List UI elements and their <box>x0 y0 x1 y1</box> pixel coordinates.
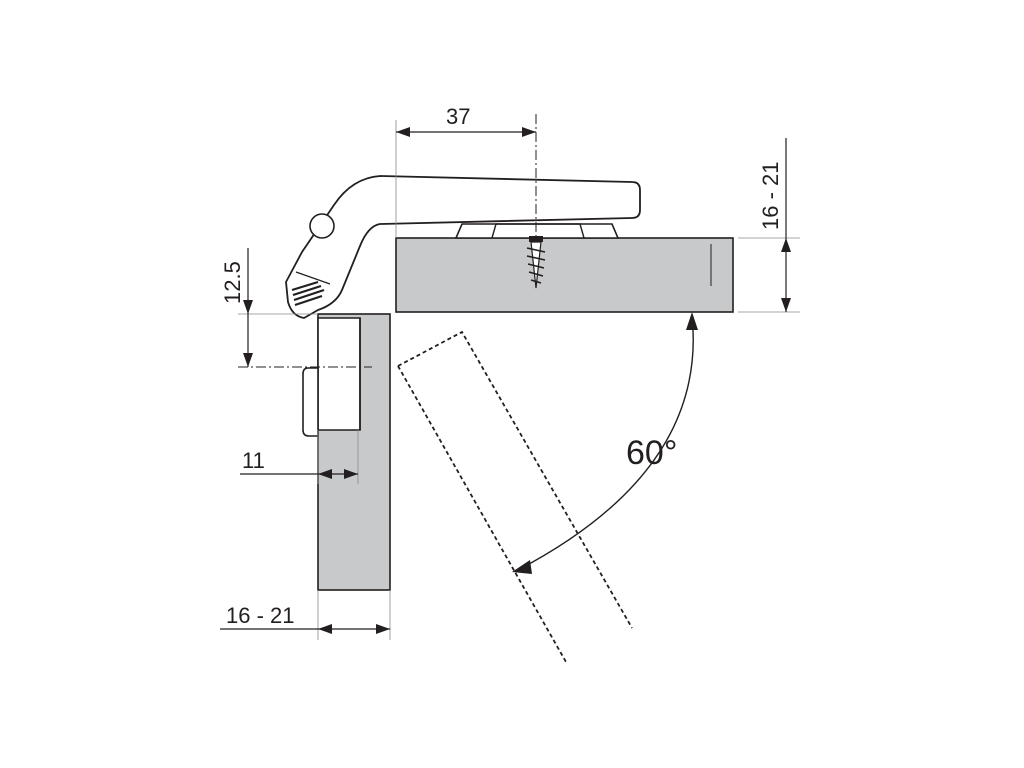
door-thickness-label: 16 - 21 <box>758 162 783 231</box>
hinge-cup <box>454 223 620 239</box>
side-thickness-label: 16 - 21 <box>226 603 295 628</box>
mounting-plate <box>317 317 361 431</box>
plate-offset-label: 11 <box>242 448 265 473</box>
dim-vertical-offset: 12.5 <box>220 248 372 368</box>
dim-plate-offset: 11 <box>240 430 359 484</box>
screw <box>526 236 546 289</box>
angle-arrow-top <box>686 312 698 330</box>
door-panel <box>395 237 734 313</box>
dim-hinge-offset: 37 <box>395 104 537 238</box>
vertical-offset-label: 12.5 <box>220 261 245 304</box>
dim-door-thickness: 16 - 21 <box>738 138 800 313</box>
opened-door-outline <box>397 330 633 663</box>
hinge-arm <box>285 175 641 319</box>
hinge-offset-label: 37 <box>446 104 470 129</box>
opening-angle-arc <box>517 315 694 571</box>
opening-angle-label: 60° <box>626 434 677 472</box>
hinge-cup-inner <box>491 223 585 239</box>
angle-arrow-bottom <box>512 560 532 574</box>
dim-side-thickness: 16 - 21 <box>220 590 391 640</box>
mounting-plate-tab <box>302 367 319 437</box>
grip-ridges <box>291 280 325 307</box>
adjustment-knob <box>309 213 335 239</box>
